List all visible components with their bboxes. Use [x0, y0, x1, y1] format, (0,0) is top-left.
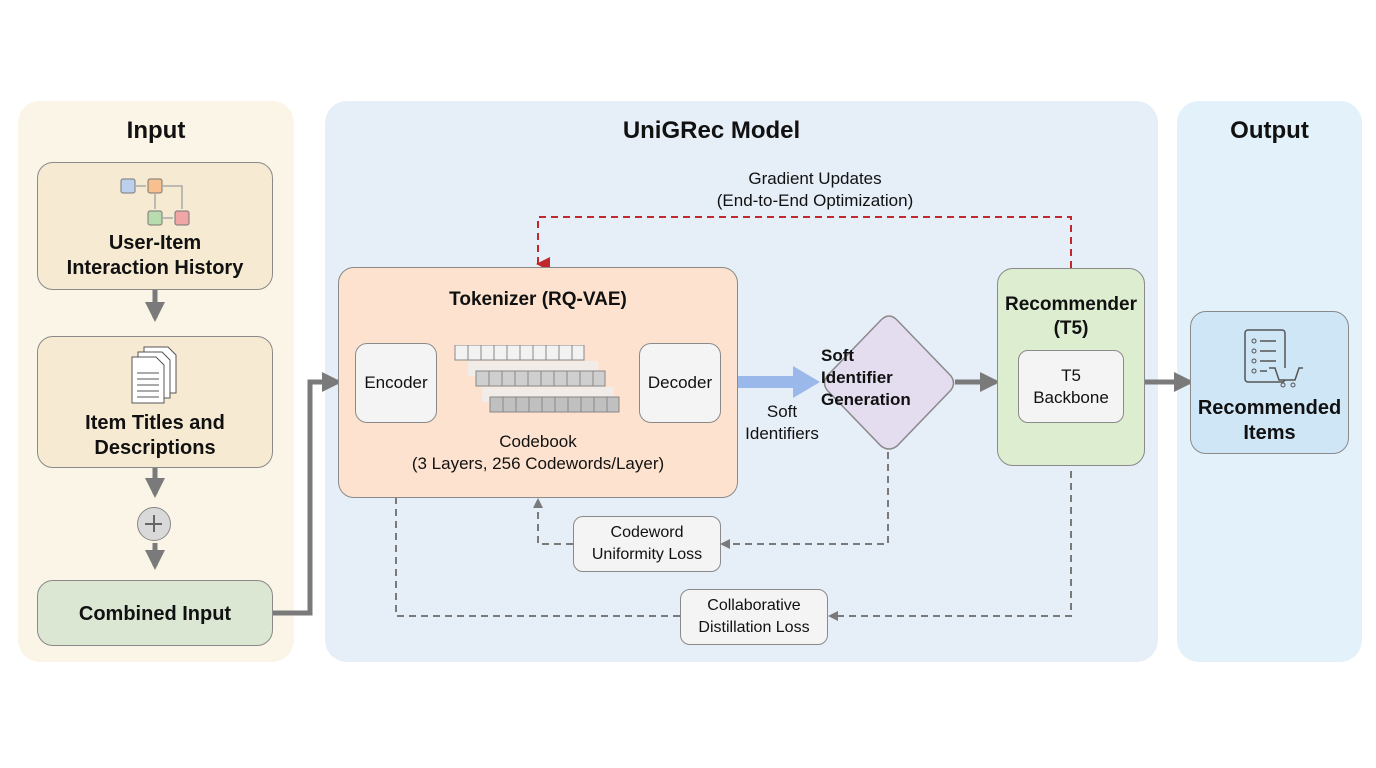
recommender-subtitle: (T5): [1053, 318, 1089, 339]
codebook-spec: (3 Layers, 256 Codewords/Layer): [411, 454, 665, 473]
recommended-items-box: Recommended Items: [1190, 311, 1349, 454]
combined-input-label: Combined Input: [78, 603, 232, 625]
model-panel-title: UniGRec Model: [622, 117, 801, 144]
arrow-soft-identifiers: [738, 366, 820, 398]
codebook-graphic: [454, 345, 620, 413]
diamond-shape: [823, 315, 955, 450]
collaborative-distillation-loss-box: Collaborative Distillation Loss: [680, 589, 828, 645]
tokenizer-title: Tokenizer (RQ-VAE): [449, 289, 627, 310]
decoder-box: Decoder: [639, 343, 721, 423]
soft-gen-line3: Generation: [821, 390, 911, 409]
list-cart-icon: [1244, 329, 1303, 388]
recommender-title: Recommender: [1005, 294, 1137, 315]
arrow-combined-to-encoder: [273, 372, 342, 616]
uniformity-line2: Uniformity Loss: [591, 546, 703, 563]
backbone-line2: Backbone: [1033, 388, 1109, 407]
dashed-uniformity-to-codebook: [533, 498, 573, 545]
documents-icon: [131, 346, 177, 404]
plus-circle-icon: [137, 507, 171, 541]
interaction-graph-icon: [120, 178, 190, 226]
soft-gen-line2: Identifier: [821, 368, 893, 387]
soft-identifiers-line1: Soft: [766, 402, 798, 421]
gradient-updates-arrow: [536, 216, 1072, 271]
tokenizer-box: Tokenizer (RQ-VAE) Encoder Decoder Codeb…: [338, 267, 738, 498]
uniformity-line1: Codeword: [610, 524, 684, 541]
soft-identifier-generation: Soft Identifier Generation: [821, 314, 957, 452]
history-line1: User-Item: [108, 232, 202, 254]
history-line2: Interaction History: [66, 257, 244, 279]
gradient-updates-label: Gradient Updates (End-to-End Optimizatio…: [680, 168, 950, 212]
recommended-line1: Recommended: [1197, 397, 1342, 419]
backbone-line1: T5: [1061, 366, 1081, 385]
interaction-history-box: User-Item Interaction History: [37, 162, 273, 290]
codebook-label: Codebook: [499, 432, 577, 451]
distillation-line2: Distillation Loss: [698, 619, 810, 636]
item-titles-box: Item Titles and Descriptions: [37, 336, 273, 468]
titles-line1: Item Titles and: [85, 412, 225, 434]
dashed-backbone-to-distillation: [828, 423, 1072, 621]
distillation-line1: Collaborative: [707, 597, 801, 614]
encoder-box: Encoder: [355, 343, 437, 423]
recommender-box: Recommender (T5) T5 Backbone: [997, 268, 1145, 466]
gradient-line1: Gradient Updates: [748, 169, 882, 188]
codeword-uniformity-loss-box: Codeword Uniformity Loss: [573, 516, 721, 572]
input-panel-title: Input: [126, 117, 186, 144]
soft-gen-line1: Soft: [821, 346, 855, 365]
t5-backbone-box: T5 Backbone: [1018, 350, 1124, 423]
output-panel-title: Output: [1230, 117, 1309, 144]
titles-line2: Descriptions: [94, 437, 216, 459]
gradient-line2: (End-to-End Optimization): [716, 191, 914, 210]
soft-identifiers-line2: Identifiers: [745, 424, 819, 443]
dashed-softgen-to-uniformity: [720, 452, 889, 549]
soft-identifiers-label: Soft Identifiers: [742, 401, 822, 445]
recommended-line2: Items: [1243, 422, 1296, 444]
combined-input-box: Combined Input: [37, 580, 273, 646]
